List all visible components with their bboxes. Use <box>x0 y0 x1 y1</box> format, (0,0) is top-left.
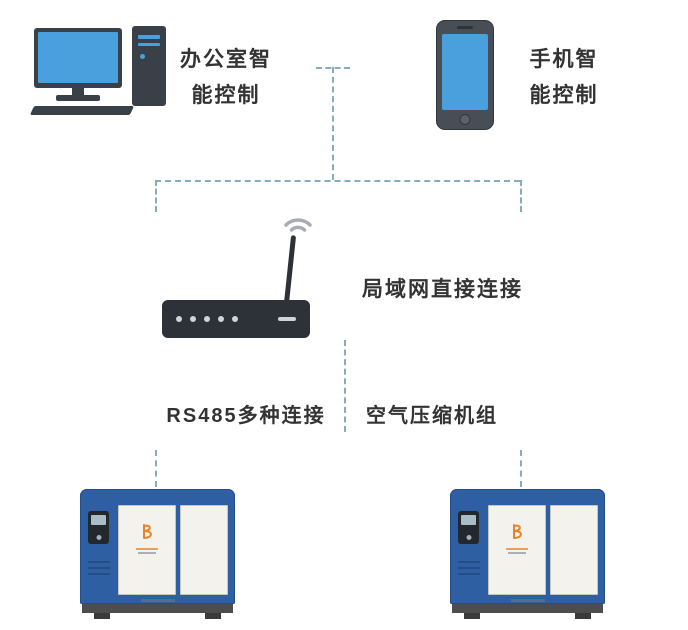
monitor-screen <box>38 32 118 83</box>
compressor-base <box>452 604 603 613</box>
pc-tower-icon <box>132 26 166 106</box>
brand-logo <box>132 523 162 554</box>
tower-drive-slot <box>138 35 160 39</box>
vent-line <box>88 573 110 575</box>
compressor-foot <box>205 613 221 619</box>
monitor-icon <box>34 28 122 88</box>
connector-compressor-left <box>155 450 157 487</box>
connector-left-drop <box>155 180 157 212</box>
brand-logo-subtext <box>136 548 158 550</box>
compressor-group-label: 空气压缩机组 <box>366 405 498 427</box>
vent-line <box>458 573 480 575</box>
router-led <box>176 316 182 322</box>
compressor-foot <box>464 613 480 619</box>
keyboard-icon <box>29 106 135 115</box>
smartphone-icon <box>436 20 494 130</box>
compressor-control-panel <box>458 511 479 544</box>
brand-logo-mark <box>513 524 522 539</box>
router-led <box>190 316 196 322</box>
vent-line <box>88 567 110 569</box>
compressor-model-text <box>140 599 175 602</box>
rs485-label: RS485多种连接 <box>166 405 326 427</box>
connector-right-drop <box>520 180 522 212</box>
compressor-door-panel <box>488 505 546 595</box>
compressor-door-panel <box>550 505 598 595</box>
air-compressor-icon-right <box>450 489 605 619</box>
compressor-foot <box>575 613 591 619</box>
router-antenna <box>284 235 297 304</box>
compressor-door-panel <box>180 505 228 595</box>
router-led <box>204 316 210 322</box>
brand-logo-subtext <box>138 552 156 554</box>
phone-home-button <box>459 114 471 125</box>
router-port <box>278 317 296 321</box>
air-compressor-icon-left <box>80 489 235 619</box>
vent-line <box>458 567 480 569</box>
phone-screen <box>442 34 488 110</box>
compressor-foot <box>94 613 110 619</box>
vent-line <box>458 561 480 563</box>
compressor-control-panel <box>88 511 109 544</box>
compressor-base <box>82 604 233 613</box>
desktop-computer-icon <box>29 26 168 118</box>
connector-compressor-right <box>520 450 522 487</box>
control-screen <box>91 515 106 525</box>
compressor-door-panel <box>118 505 176 595</box>
computer-label-line2: 能控制 <box>191 84 261 107</box>
control-screen <box>461 515 476 525</box>
connector-router-down <box>344 340 346 432</box>
vent-line <box>88 561 110 563</box>
phone-label-line1: 手机智 <box>529 48 599 71</box>
brand-logo-subtext <box>506 548 528 550</box>
control-button <box>96 535 101 540</box>
connector-bus-horizontal <box>155 180 520 182</box>
compressor-cabinet <box>450 489 605 604</box>
tower-power-light <box>140 54 145 59</box>
brand-logo <box>502 523 532 554</box>
wifi-waves-icon <box>284 218 312 232</box>
phone-speaker <box>457 26 473 29</box>
compressor-model-text <box>510 599 545 602</box>
router-label: 局域网直接连接 <box>362 278 523 301</box>
phone-label-line2: 能控制 <box>529 84 599 107</box>
router-led <box>218 316 224 322</box>
control-button <box>466 535 471 540</box>
router-led <box>232 316 238 322</box>
computer-label-line1: 办公室智 <box>180 48 272 71</box>
connector-top-vertical <box>332 67 334 180</box>
monitor-stand <box>72 88 84 95</box>
brand-logo-subtext <box>508 552 526 554</box>
computer-label: 办公室智 能控制 <box>172 42 280 114</box>
phone-label: 手机智 能控制 <box>512 42 616 114</box>
router-body <box>162 300 310 338</box>
monitor-stand-base <box>56 95 100 101</box>
tower-drive-slot <box>138 43 160 46</box>
wifi-router-icon <box>160 205 320 340</box>
compressor-cabinet <box>80 489 235 604</box>
brand-logo-mark <box>143 524 152 539</box>
